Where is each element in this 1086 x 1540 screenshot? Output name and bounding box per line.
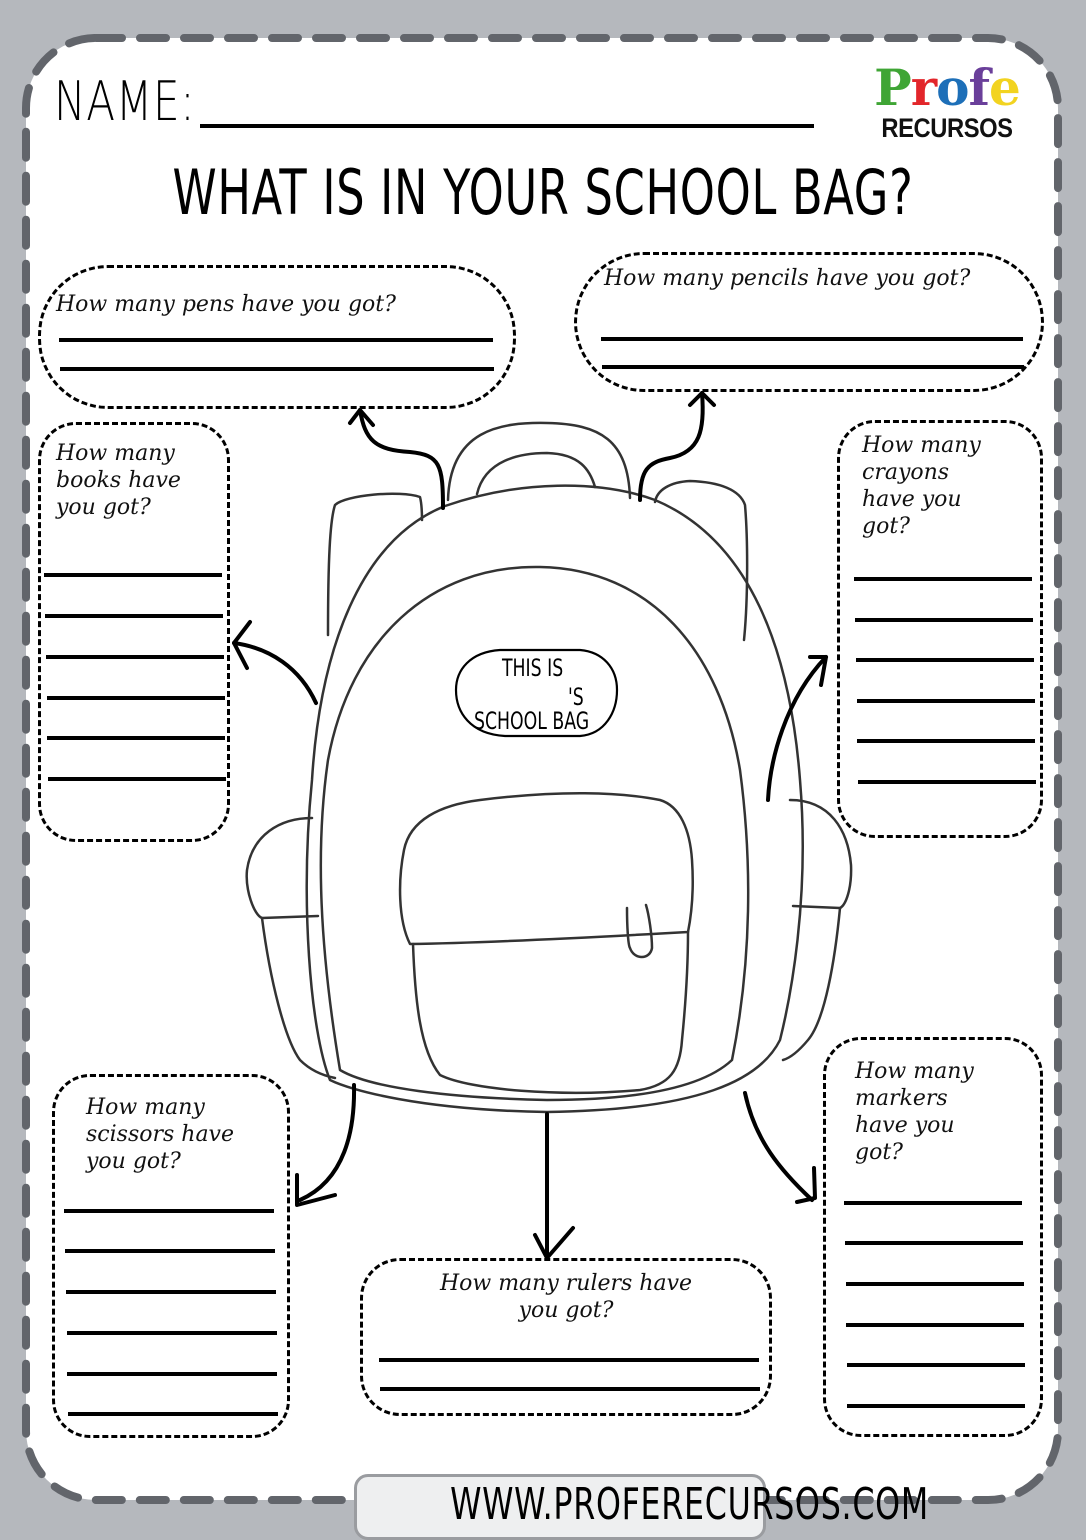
logo-letter: o <box>936 58 969 117</box>
pencils-question-box <box>574 252 1044 392</box>
arrows <box>232 391 828 1260</box>
profe-recursos-logo: Profe RECURSOS <box>872 62 1022 143</box>
crayons-answer-line[interactable] <box>858 780 1036 784</box>
logo-letter: r <box>910 58 937 117</box>
backpack-icon <box>245 421 853 1114</box>
crayons-answer-line[interactable] <box>856 658 1034 662</box>
label-line: you got? <box>56 495 151 520</box>
crayons-question-label: How many crayons have you got? <box>862 432 981 540</box>
label-line: got? <box>862 514 910 539</box>
footer-url-badge: WWW.PROFERECURSOS.COM <box>354 1474 928 1540</box>
label-line: How many <box>86 1095 205 1120</box>
crayons-answer-line[interactable] <box>854 577 1032 581</box>
books-answer-line[interactable] <box>48 777 226 781</box>
scissors-question-box <box>52 1074 290 1438</box>
footer-url[interactable]: WWW.PROFERECURSOS.COM <box>450 1479 929 1530</box>
books-question-label: How many books have you got? <box>56 440 181 521</box>
pens-question-label: How many pens have you got? <box>56 292 396 317</box>
scissors-answer-line[interactable] <box>66 1290 276 1294</box>
scissors-question-label: How many scissors have you got? <box>86 1094 234 1175</box>
label-line: you got? <box>518 1298 614 1323</box>
label-line: scissors have <box>86 1122 235 1147</box>
logo-letter: P <box>874 58 912 117</box>
crayons-answer-line[interactable] <box>855 618 1033 622</box>
crayons-answer-line[interactable] <box>857 739 1035 743</box>
scissors-answer-line[interactable] <box>67 1372 277 1376</box>
page-title: WHAT IS IN YOUR SCHOOL BAG? <box>172 156 914 229</box>
label-line: How many <box>862 433 981 458</box>
markers-answer-line[interactable] <box>847 1404 1025 1408</box>
rulers-question-label: How many rulers have you got? <box>360 1270 772 1324</box>
label-line: How many rulers have <box>439 1271 693 1296</box>
books-answer-line[interactable] <box>47 736 225 740</box>
logo-recursos-word: RECURSOS <box>881 113 1013 143</box>
markers-question-label: How many markers have you got? <box>855 1058 974 1166</box>
name-tag-line1: THIS IS <box>502 654 564 682</box>
scissors-answer-line[interactable] <box>68 1412 278 1416</box>
name-label: NAME: <box>54 70 196 133</box>
rulers-answer-line[interactable] <box>379 1358 759 1362</box>
pens-answer-line[interactable] <box>59 338 493 342</box>
pens-question-box <box>38 265 516 409</box>
pencils-question-label: How many pencils have you got? <box>604 266 971 291</box>
rulers-answer-line[interactable] <box>380 1387 760 1391</box>
label-line: have you <box>855 1113 955 1138</box>
label-line: got? <box>855 1140 903 1165</box>
pencils-answer-line[interactable] <box>601 337 1023 341</box>
markers-answer-line[interactable] <box>847 1363 1025 1367</box>
markers-answer-line[interactable] <box>845 1241 1023 1245</box>
books-answer-line[interactable] <box>44 573 222 577</box>
scissors-answer-line[interactable] <box>67 1331 277 1335</box>
crayons-answer-line[interactable] <box>857 699 1035 703</box>
label-line: How many <box>56 441 175 466</box>
crayons-question-box <box>837 420 1043 838</box>
books-answer-line[interactable] <box>46 655 224 659</box>
scissors-answer-line[interactable] <box>65 1249 275 1253</box>
label-line: markers <box>855 1086 948 1111</box>
label-line: you got? <box>86 1149 181 1174</box>
pencils-answer-line[interactable] <box>602 365 1024 369</box>
markers-answer-line[interactable] <box>844 1201 1022 1205</box>
markers-answer-line[interactable] <box>846 1282 1024 1286</box>
label-line: books have <box>56 468 181 493</box>
name-tag-possessive: 'S <box>568 683 584 711</box>
name-input-line[interactable] <box>200 124 814 128</box>
rulers-question-box <box>360 1258 772 1416</box>
markers-question-box <box>823 1037 1043 1437</box>
logo-profe-word: Profe <box>872 62 1022 114</box>
pens-answer-line[interactable] <box>60 367 494 371</box>
markers-answer-line[interactable] <box>846 1323 1024 1327</box>
label-line: How many <box>855 1059 974 1084</box>
logo-letter: f <box>968 58 989 117</box>
books-answer-line[interactable] <box>45 614 223 618</box>
label-line: crayons <box>862 460 950 485</box>
name-tag-line2: SCHOOL BAG <box>474 707 590 735</box>
label-line: have you <box>862 487 962 512</box>
books-answer-line[interactable] <box>47 696 225 700</box>
books-question-box <box>38 422 230 842</box>
logo-letter: e <box>989 58 1021 117</box>
scissors-answer-line[interactable] <box>64 1209 274 1213</box>
